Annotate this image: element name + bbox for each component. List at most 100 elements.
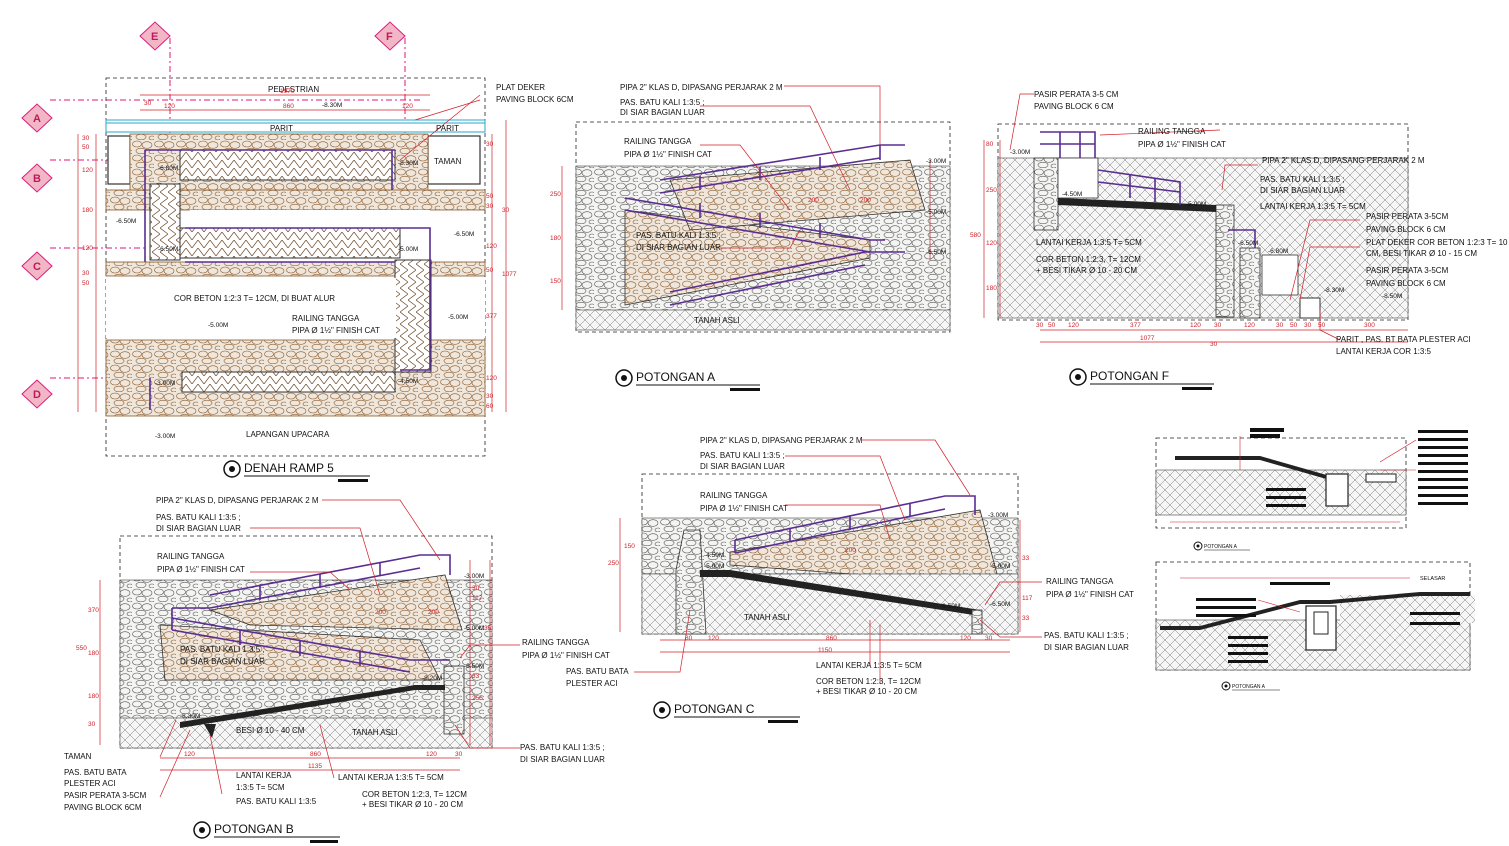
- level-tag: -6.50M: [158, 246, 178, 253]
- sect-b-note: LANTAI KERJA: [236, 771, 292, 780]
- dim-text: 120: [402, 103, 413, 110]
- level-tag: -3.00M: [926, 158, 946, 165]
- level-tag: -8.30M: [398, 160, 418, 167]
- level-tag: -4.50M: [704, 552, 724, 559]
- dim-text: 120: [1244, 322, 1255, 329]
- level-tag: -3.00M: [155, 433, 175, 440]
- sect-f-note: CM, BESI TIKAR Ø 10 - 15 CM: [1366, 249, 1477, 258]
- section-potongan-f: PASIR PERATA 3-5 CM PAVING BLOCK 6 CM RA…: [970, 90, 1508, 390]
- sect-c-note: RAILING TANGGA: [1046, 577, 1114, 586]
- sect-b-note: BESI Ø 10 - 40 CM: [236, 726, 305, 735]
- sect-a-note: PAS. BATU KALI 1:3:5 ;: [636, 231, 721, 240]
- dim-text: 180: [88, 650, 99, 657]
- dim-text: 580: [970, 232, 981, 239]
- dim-text: 120: [82, 167, 93, 174]
- plan-parit-label: PARIT: [270, 124, 293, 133]
- plan-taman-label: TAMAN: [434, 157, 462, 166]
- dim-text: 200: [845, 547, 856, 554]
- dim-text: 50: [486, 193, 494, 200]
- sect-b-note: TANAH ASLI: [352, 728, 398, 737]
- level-tag: -8.30M: [180, 713, 200, 720]
- dim-text: 117: [1022, 595, 1033, 602]
- dim-text: 120: [82, 245, 93, 252]
- dim-text: 120: [164, 103, 175, 110]
- dim-text: 50: [486, 267, 494, 274]
- dim-text: 1150: [818, 647, 832, 654]
- grid-label-f: F: [386, 31, 393, 43]
- level-tag: -8.20M: [422, 675, 442, 682]
- dim-text: 1077: [1140, 335, 1155, 342]
- level-tag: -5.00M: [464, 625, 484, 632]
- plan-cor-label: COR BETON 1:2:3 T= 12CM, DI BUAT ALUR: [174, 294, 335, 303]
- plan-title: DENAH RAMP 5: [244, 461, 334, 475]
- sect-b-note: PAS. BATU KALI 1:3:5 ;: [180, 645, 265, 654]
- level-tag: -3.00M: [464, 573, 484, 580]
- dim-text: 120: [426, 751, 437, 758]
- sect-b-note: 1:3:5 T= 5CM: [236, 783, 285, 792]
- plan-pedestrian-label: PEDESTRIAN: [268, 85, 319, 94]
- small-sect-selasar: SELASAR: [1420, 576, 1445, 582]
- dim-text: 180: [88, 693, 99, 700]
- sect-f-note: RAILING TANGGA: [1138, 127, 1206, 136]
- sect-f-note: PASIR PERATA 3-5CM: [1366, 212, 1449, 221]
- plan-paving-label: PAVING BLOCK 6CM: [496, 95, 574, 104]
- sect-c-note: PIPA Ø 1½" FINISH CAT: [700, 504, 788, 513]
- dim-text: 377: [1130, 322, 1141, 329]
- sect-c-note: PAS. BATU KALI 1:3:5 ;: [700, 451, 785, 460]
- dim-text: 370: [88, 607, 99, 614]
- plan-denah: E F A B C D PEDESTRIAN PARIT PARIT TAMAN…: [21, 21, 574, 482]
- level-tag: -5.00M: [208, 322, 228, 329]
- sect-c-title: POTONGAN C: [674, 702, 755, 716]
- sect-b-note: COR BETON 1:2:3, T= 12CM: [362, 790, 467, 799]
- sect-f-note: PASIR PERATA 3-5CM: [1366, 266, 1449, 275]
- dim-text: 120: [986, 240, 997, 247]
- sect-c-note: PAS. BATU BATA: [566, 667, 629, 676]
- sect-b-note: PAS. BATU KALI 1:3:5: [236, 797, 317, 806]
- dim-text: 120: [184, 751, 195, 758]
- grid-label-b: B: [33, 173, 41, 185]
- sect-c-note: + BESI TIKAR Ø 10 - 20 CM: [816, 687, 917, 696]
- dim-text: 860: [283, 103, 294, 110]
- sect-f-note: PIPA 2" KLAS D, DIPASANG PERJARAK 2 M: [1262, 156, 1425, 165]
- sect-f-note: PASIR PERATA 3-5 CM: [1034, 90, 1119, 99]
- grid-label-d: D: [33, 389, 41, 401]
- sect-b-note: DI SIAR BAGIAN LUAR: [180, 657, 265, 666]
- level-tag: -5.00M: [448, 314, 468, 321]
- sect-b-note: PIPA 2" KLAS D, DIPASANG PERJARAK 2 M: [156, 496, 319, 505]
- dim-text: 1135: [308, 763, 322, 770]
- dim-text: 80: [685, 635, 693, 642]
- sect-b-note: LANTAI KERJA 1:3:5 T= 5CM: [338, 773, 444, 782]
- sect-b-note: + BESI TIKAR Ø 10 - 20 CM: [362, 800, 463, 809]
- dim-text: 150: [550, 278, 561, 285]
- level-tag: -6.50M: [1238, 240, 1258, 247]
- dim-text: 30: [82, 270, 90, 277]
- dim-text: 30: [502, 207, 510, 214]
- sect-c-note: PIPA 2" KLAS D, DIPASANG PERJARAK 2 M: [700, 436, 863, 445]
- dim-text: 30: [455, 751, 463, 758]
- dim-text: 117: [472, 595, 483, 602]
- level-tag: -6.50M: [926, 249, 946, 256]
- dim-text: 1077: [502, 271, 517, 278]
- sect-b-note: PAS. BATU KALI 1:3:5 ;: [156, 513, 241, 522]
- dim-text: 30: [88, 721, 96, 728]
- dim-text: 35: [484, 625, 492, 632]
- level-tag: -8.30M: [322, 102, 342, 109]
- dim-text: 30: [1214, 322, 1222, 329]
- dim-text: 250: [608, 560, 619, 567]
- sect-c-note: LANTAI KERJA 1:3:5 T= 5CM: [816, 661, 922, 670]
- sect-a-note: DI SIAR BAGIAN LUAR: [636, 243, 721, 252]
- sect-f-note: PLAT DEKER COR BETON 1:2:3 T= 10: [1366, 238, 1508, 247]
- sect-b-note: PASIR PERATA 3-5CM: [64, 791, 147, 800]
- level-tag: -6.50M: [454, 231, 474, 238]
- dim-text: 180: [550, 235, 561, 242]
- dim-text: 60: [486, 403, 494, 410]
- dim-text: 120: [486, 375, 497, 382]
- grid-label-e: E: [151, 31, 158, 43]
- level-tag: -5.00M: [1186, 201, 1206, 208]
- sect-a-note: PIPA 2" KLAS D, DIPASANG PERJARAK 2 M: [620, 83, 783, 92]
- sect-f-note: LANTAI KERJA 1:3:5 T= 5CM: [1260, 202, 1366, 211]
- dim-text: 860: [310, 751, 321, 758]
- dim-text: 50: [1318, 322, 1326, 329]
- sect-b-note: DI SIAR BAGIAN LUAR: [156, 524, 241, 533]
